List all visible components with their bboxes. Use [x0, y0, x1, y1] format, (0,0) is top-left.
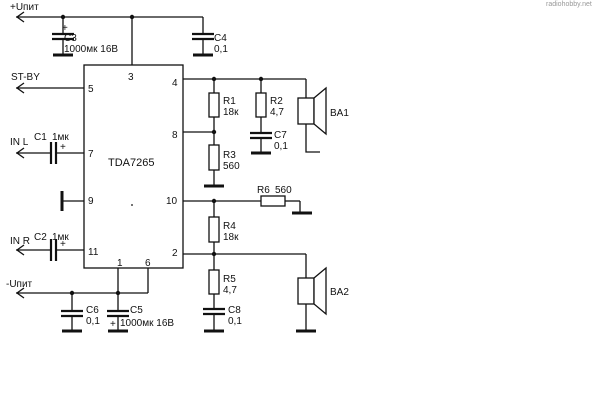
- c6-value: 0,1: [86, 316, 100, 327]
- c2-polarity: +: [60, 239, 66, 250]
- ic-name: TDA7265: [108, 157, 154, 169]
- negative-supply-label: -Uпит: [6, 279, 33, 290]
- resistor-r6: R6 560: [257, 185, 292, 207]
- c8-ref: C8: [228, 305, 241, 316]
- input-right-label: IN R: [10, 236, 30, 247]
- c1-polarity: +: [60, 142, 66, 153]
- pin-11-label: 11: [88, 247, 99, 258]
- r5-ref: R5: [223, 274, 236, 285]
- resistor-r1: R1 18к: [208, 92, 239, 118]
- ba2-ref: BA2: [330, 287, 349, 298]
- r2-ref: R2: [270, 96, 283, 107]
- pin-9-label: 9: [88, 196, 94, 207]
- c5-ref: C5: [130, 305, 143, 316]
- r2-value: 4,7: [270, 107, 284, 118]
- c7-ref: C7: [274, 130, 287, 141]
- capacitor-c4: C4 0,1: [192, 17, 228, 57]
- pin-5-label: 5: [88, 84, 94, 95]
- pin-4-label: 4: [172, 78, 178, 89]
- r6-value: 560: [275, 185, 292, 196]
- capacitor-c7: C7 0,1: [250, 130, 288, 152]
- c2-value: 1мк: [52, 232, 69, 243]
- output-1-network: [183, 76, 320, 188]
- capacitor-c6: C6 0,1: [61, 293, 100, 333]
- speaker-ba2: BA2: [297, 266, 349, 316]
- capacitor-c5: + C5 1000мк 16В: [107, 293, 174, 333]
- c3-ref: C3: [64, 33, 77, 44]
- resistor-r2: R2 4,7: [255, 92, 284, 118]
- r1-value: 18к: [223, 107, 239, 118]
- r3-ref: R3: [223, 150, 236, 161]
- pin-8-label: 8: [172, 130, 178, 141]
- r4-ref: R4: [223, 221, 236, 232]
- standby-label: ST-BY: [11, 72, 40, 83]
- c1-ref: C1: [34, 132, 47, 143]
- r4-value: 18к: [223, 232, 239, 243]
- pin-10-label: 10: [166, 196, 178, 207]
- resistor-r4: R4 18к: [208, 216, 239, 243]
- c5-value: 1000мк 16В: [120, 318, 174, 329]
- c8-value: 0,1: [228, 316, 242, 327]
- negative-supply-rail: -Uпит: [6, 268, 149, 299]
- resistor-r5: R5 4,7: [208, 269, 237, 296]
- c4-value: 0,1: [214, 44, 228, 55]
- input-left-label: IN L: [10, 137, 29, 148]
- c4-ref: C4: [214, 33, 227, 44]
- input-right: IN R + C2 1мк: [10, 232, 84, 261]
- ic-tda7265: TDA7265 3 4 5 8 7 9 10 11 1 6 2: [83, 64, 184, 269]
- pin-3-label: 3: [128, 72, 134, 83]
- capacitor-c8: C8 0,1: [203, 305, 242, 327]
- pin-6-label: 6: [145, 258, 151, 269]
- pin-1-label: 1: [117, 258, 123, 269]
- pin-7-label: 7: [88, 149, 94, 160]
- c3-value: 1000мк 16В: [64, 44, 118, 55]
- resistor-r3: R3 560: [208, 144, 240, 172]
- c6-ref: C6: [86, 305, 99, 316]
- output-2-network: [183, 198, 316, 333]
- ba1-ref: BA1: [330, 108, 349, 119]
- pin-9-ground: [60, 191, 84, 211]
- r5-value: 4,7: [223, 285, 237, 296]
- c3-polarity: +: [62, 23, 68, 34]
- standby-line: ST-BY: [11, 72, 84, 94]
- c2-ref: C2: [34, 232, 47, 243]
- r6-ref: R6: [257, 185, 270, 196]
- c1-value: 1мк: [52, 132, 69, 143]
- c5-polarity: +: [110, 319, 116, 330]
- r1-ref: R1: [223, 96, 236, 107]
- c7-value: 0,1: [274, 141, 288, 152]
- watermark: radiohobby.net: [546, 1, 592, 8]
- capacitor-c3: + C3 1000мк 16В: [52, 17, 118, 57]
- pin-2-label: 2: [172, 248, 178, 259]
- r3-value: 560: [223, 161, 240, 172]
- positive-supply-rail: +Uпит: [10, 2, 203, 65]
- positive-supply-label: +Uпит: [10, 2, 39, 13]
- speaker-ba1: BA1: [297, 86, 349, 136]
- input-left: IN L + C1 1мк: [10, 132, 84, 164]
